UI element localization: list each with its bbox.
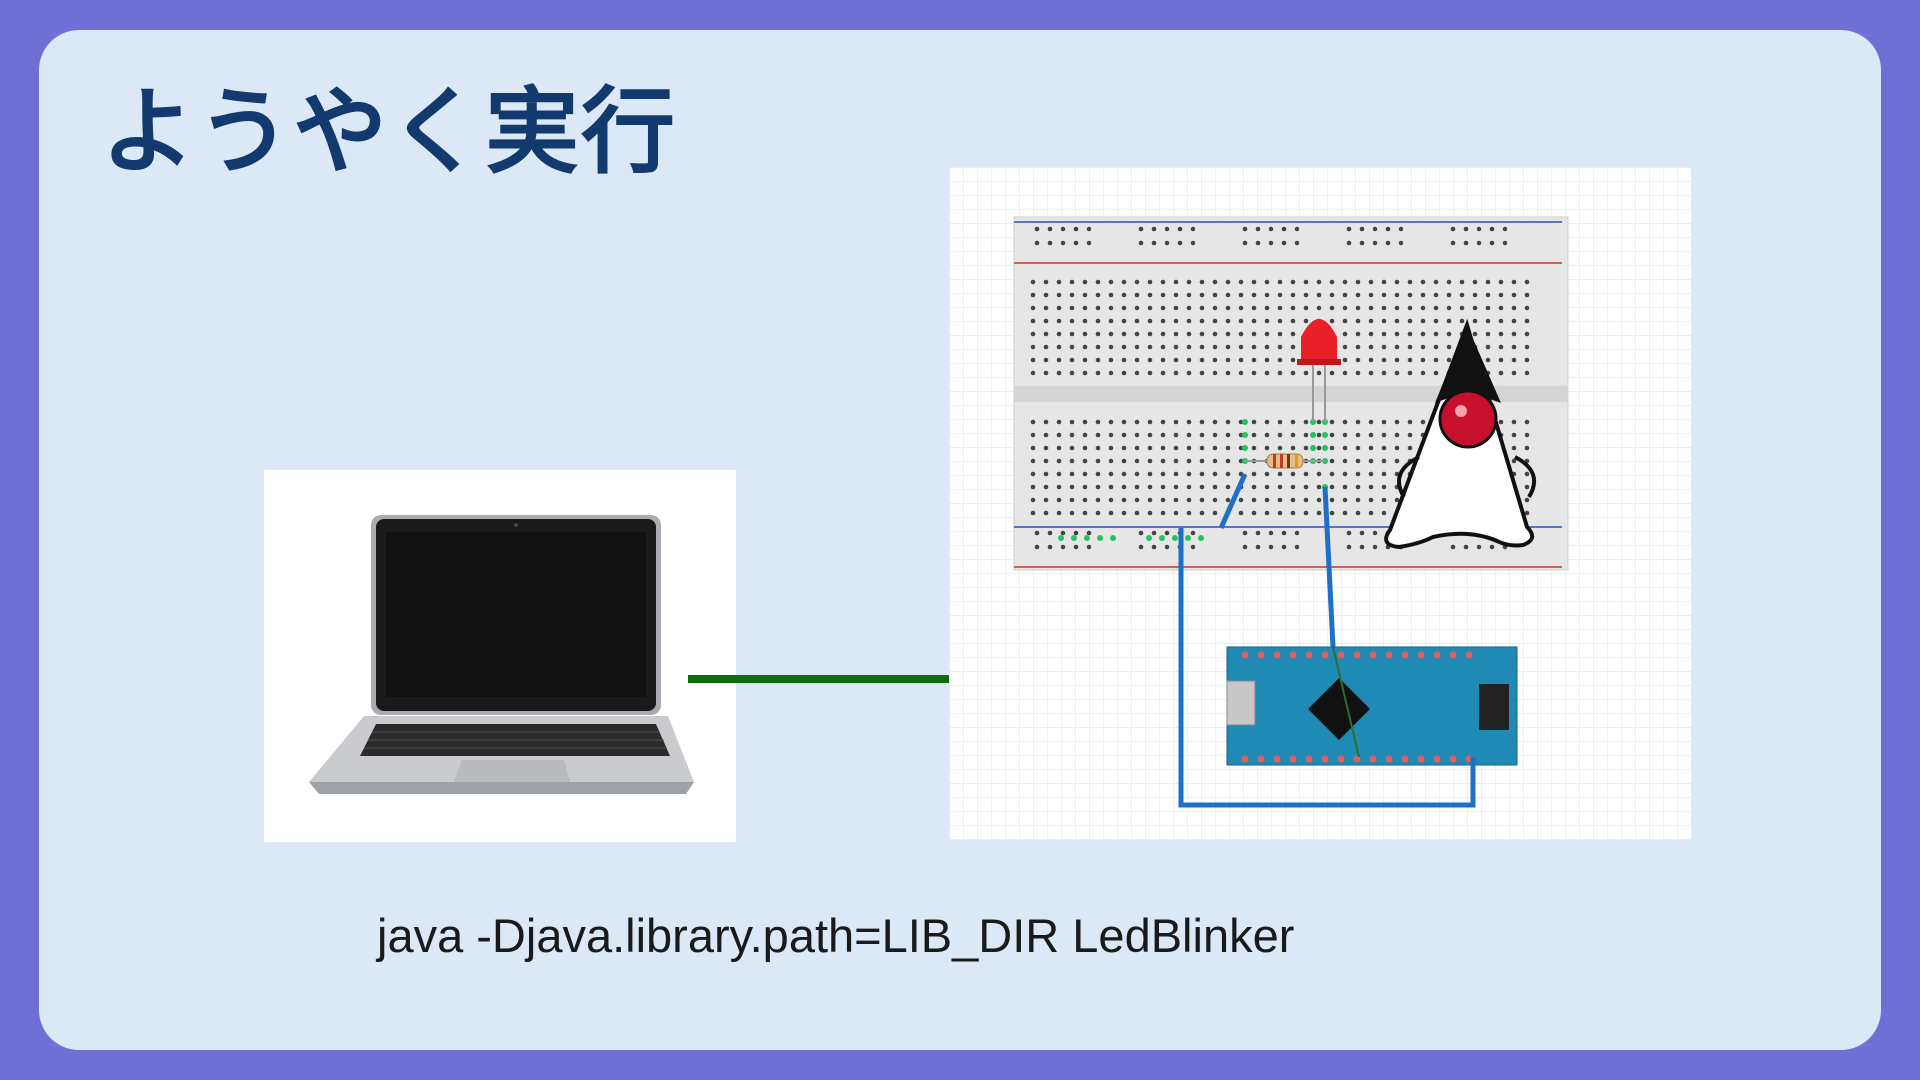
breadboard-diagram	[1013, 216, 1569, 808]
java-duke-icon	[1384, 318, 1537, 550]
laptop-image	[264, 470, 736, 842]
slide: ようやく実行	[39, 30, 1881, 1050]
laptop-icon	[309, 515, 694, 794]
command-line-text: java -Djava.library.path=LIB_DIR LedBlin…	[377, 909, 1295, 962]
circuit-diagram	[949, 167, 1691, 840]
slide-title: ようやく実行	[101, 78, 678, 187]
